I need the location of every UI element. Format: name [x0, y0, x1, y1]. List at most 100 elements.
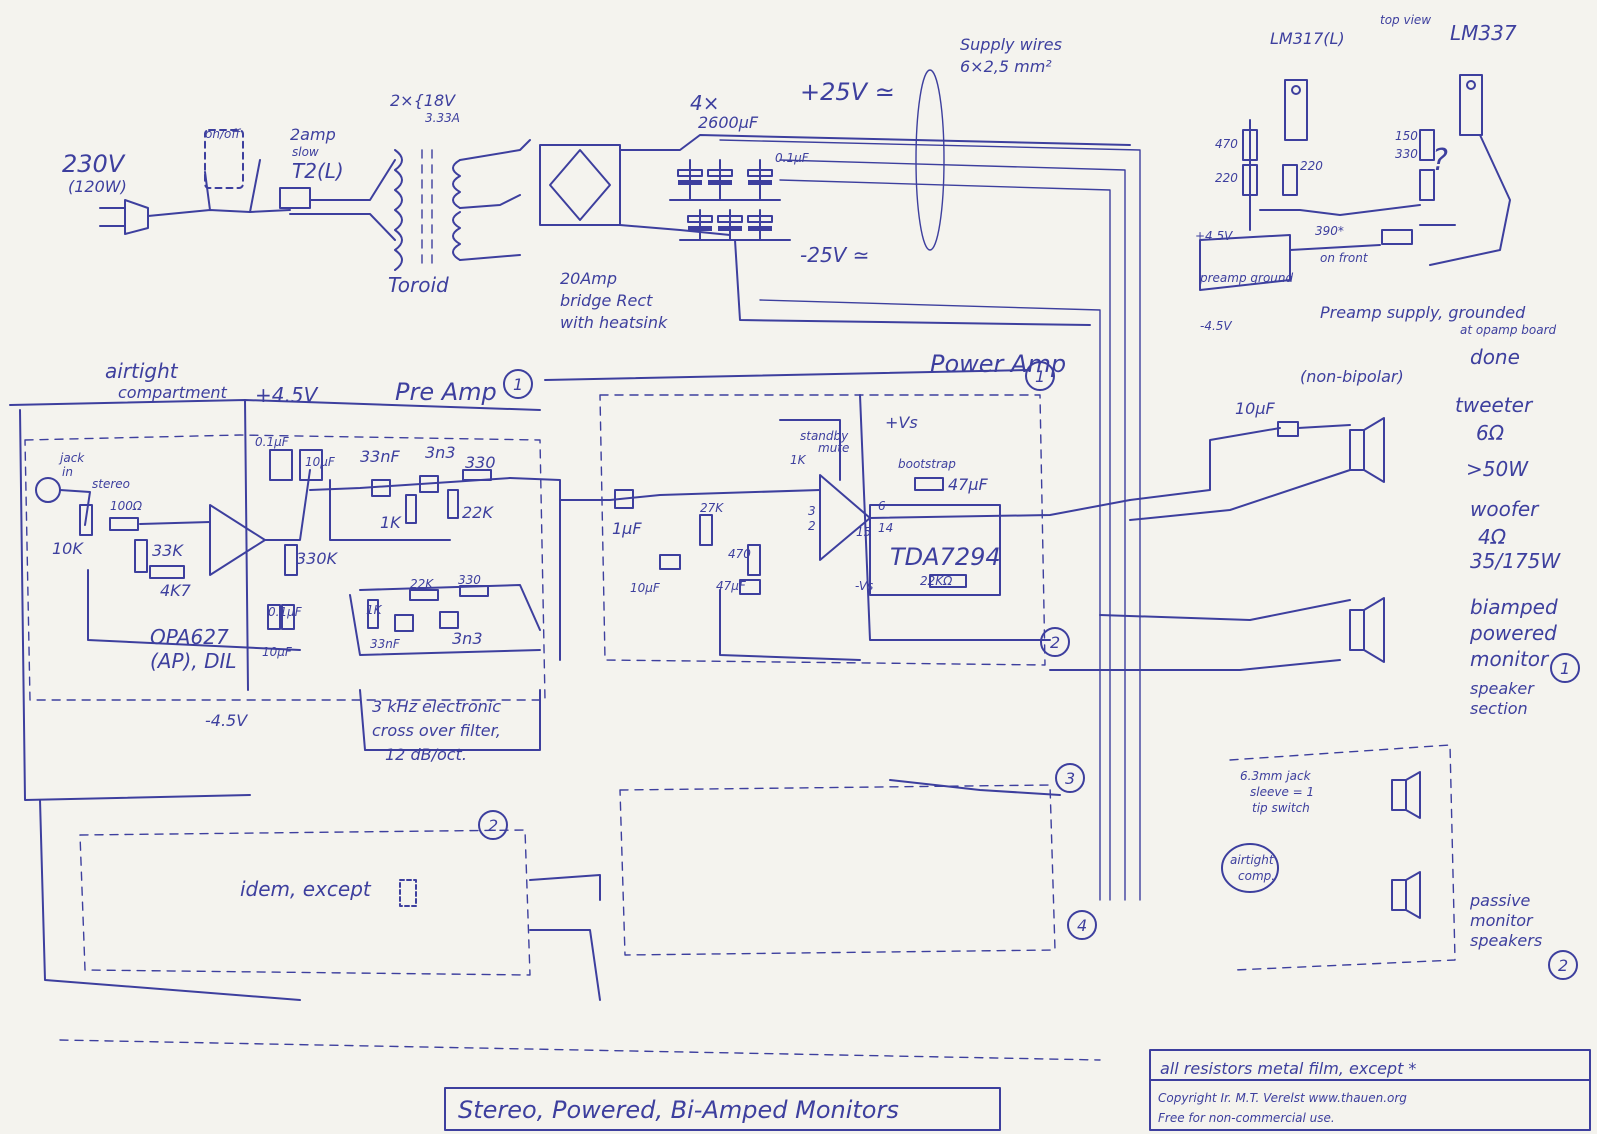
- label-c3n3-b: 3n3: [452, 629, 483, 648]
- preamp-title: Pre Amp: [395, 378, 497, 406]
- tda7294-chip: [869, 504, 1001, 596]
- supply-wires-bundle: [915, 69, 945, 251]
- label-r150: 150: [1395, 129, 1418, 143]
- label-plus45-pre: +4.5V: [255, 383, 319, 407]
- label-r470-pa: 470: [728, 547, 751, 561]
- label-r1k: 1K: [380, 513, 402, 532]
- label-crossover-2: cross over filter,: [372, 721, 501, 740]
- label-r1k-pa: 1K: [790, 453, 807, 467]
- preamp-num: 1: [513, 375, 523, 394]
- label-pin2: 2: [808, 519, 816, 533]
- label-jack-out-3: tip switch: [1252, 801, 1310, 815]
- label-r330k: 330K: [296, 549, 339, 568]
- note-copyright: Copyright Ir. M.T. Verelst www.thauen.or…: [1158, 1091, 1407, 1105]
- label-toroid: Toroid: [388, 273, 449, 297]
- label-c10: 10µF: [305, 455, 336, 469]
- label-circle2: 2: [1050, 633, 1060, 652]
- label-woofer-ohm: 4Ω: [1478, 525, 1507, 549]
- label-biamp-2: powered: [1469, 621, 1557, 645]
- label-fuse-code: T2(L): [292, 159, 344, 183]
- label-passive-3: speakers: [1470, 931, 1542, 950]
- airtight-compartment-border: [24, 434, 546, 701]
- label-c10-b: 10µF: [262, 645, 293, 659]
- label-reg2: LM337: [1450, 21, 1517, 45]
- mains-section: [99, 69, 1511, 901]
- label-preamp-supply-2: at opamp board: [1460, 323, 1557, 337]
- label-speaker-2: section: [1470, 699, 1528, 718]
- poweramp-border: [599, 394, 1046, 666]
- label-pin15: 15: [856, 525, 871, 539]
- label-mute: mute: [818, 441, 849, 455]
- label-supply-wires-1: Supply wires: [960, 35, 1062, 54]
- label-c33n: 33nF: [360, 447, 401, 466]
- label-r10k: 10K: [52, 539, 84, 558]
- label-r22k-pa: 22KΩ: [920, 574, 953, 588]
- label-question: ?: [1432, 143, 1448, 178]
- label-c10-np: 10µF: [1235, 399, 1276, 418]
- regulator-lm317: [1242, 79, 1421, 231]
- label-c3n3: 3n3: [425, 443, 456, 462]
- label-vs-plus: +Vs: [885, 413, 918, 432]
- label-preamp-ground: preamp ground: [1199, 271, 1294, 285]
- label-fuse-type: slow: [292, 145, 319, 159]
- label-r330: 330: [1395, 147, 1418, 161]
- transformer-primary: [394, 149, 403, 271]
- label-pin6: 6: [878, 499, 886, 513]
- label-top-view: top view: [1380, 13, 1431, 27]
- label-crossover-1: 3 kHz electronic: [372, 697, 501, 716]
- label-pin14: 14: [878, 521, 893, 535]
- label-r100: 100Ω: [110, 499, 143, 513]
- label-r330b: 330: [465, 453, 496, 472]
- label-c01-b: 0.1µF: [268, 605, 303, 619]
- label-minus-rail: -25V ≃: [800, 243, 869, 267]
- tweeter-icon: [1349, 429, 1365, 471]
- label-c10u-pa: 10µF: [630, 581, 661, 595]
- main-title: Stereo, Powered, Bi-Amped Monitors: [458, 1096, 899, 1124]
- label-caps-count: 4×: [690, 91, 719, 115]
- label-on-front: on front: [1320, 251, 1369, 265]
- poweramp-title: Power Amp: [930, 350, 1066, 378]
- label-speaker-1: speaker: [1470, 679, 1535, 698]
- label-minus45: -4.5V: [1200, 319, 1232, 333]
- poweramp-badge: [1025, 361, 1055, 391]
- resistor-330k: [284, 544, 298, 576]
- poweramp-section: [503, 361, 1131, 666]
- label-circle3: 3: [1065, 769, 1075, 788]
- label-r22k-b: 22K: [410, 577, 434, 591]
- label-done: done: [1470, 345, 1520, 369]
- label-rectifier-1: 20Amp: [560, 269, 617, 288]
- opamp-opa627: [209, 504, 266, 576]
- label-biamp-1: biamped: [1470, 595, 1558, 619]
- label-opamp-1: OPA627: [150, 625, 229, 649]
- label-passive-1: passive: [1469, 891, 1531, 910]
- label-crossover-3: 12 dB/oct.: [385, 745, 467, 764]
- airtight-comp-outline: [1221, 843, 1279, 893]
- label-c47-b: 47µF: [948, 475, 989, 494]
- speakers-section: [478, 417, 1580, 980]
- note-free-use: Free for non-commercial use.: [1158, 1111, 1335, 1125]
- label-idem: idem, except: [240, 877, 372, 901]
- label-passive-num: 2: [1558, 956, 1568, 975]
- label-fuse-rating: 2amp: [290, 125, 336, 144]
- label-c47: 47µF: [716, 579, 747, 593]
- label-airtight-comp-1: airtight: [1230, 853, 1275, 867]
- label-transformer-spec: 2×{18V: [390, 91, 456, 110]
- label-stereo: stereo: [92, 477, 130, 491]
- label-standby: standby: [800, 429, 849, 443]
- title-box: [444, 1087, 1001, 1131]
- label-nonbipolar: (non-bipolar): [1300, 367, 1404, 386]
- label-tweeter-ohm: 6Ω: [1476, 421, 1505, 445]
- label-jack-out-1: 6.3mm jack: [1240, 769, 1312, 783]
- regulator-lm337: [1381, 74, 1511, 266]
- label-tweeter-w: >50W: [1466, 457, 1529, 481]
- input-jack-icon: [35, 477, 61, 503]
- label-plus-rail: +25V ≃: [800, 78, 895, 106]
- label-minus45-pre: -4.5V: [205, 711, 248, 730]
- woofer-icon: [1349, 609, 1365, 651]
- note-box: [1149, 1049, 1591, 1131]
- label-jack-2: in: [62, 465, 73, 479]
- fuse-icon: [279, 187, 311, 209]
- switch-box: [204, 129, 244, 189]
- label-airtight-comp-2: comp.: [1238, 869, 1275, 883]
